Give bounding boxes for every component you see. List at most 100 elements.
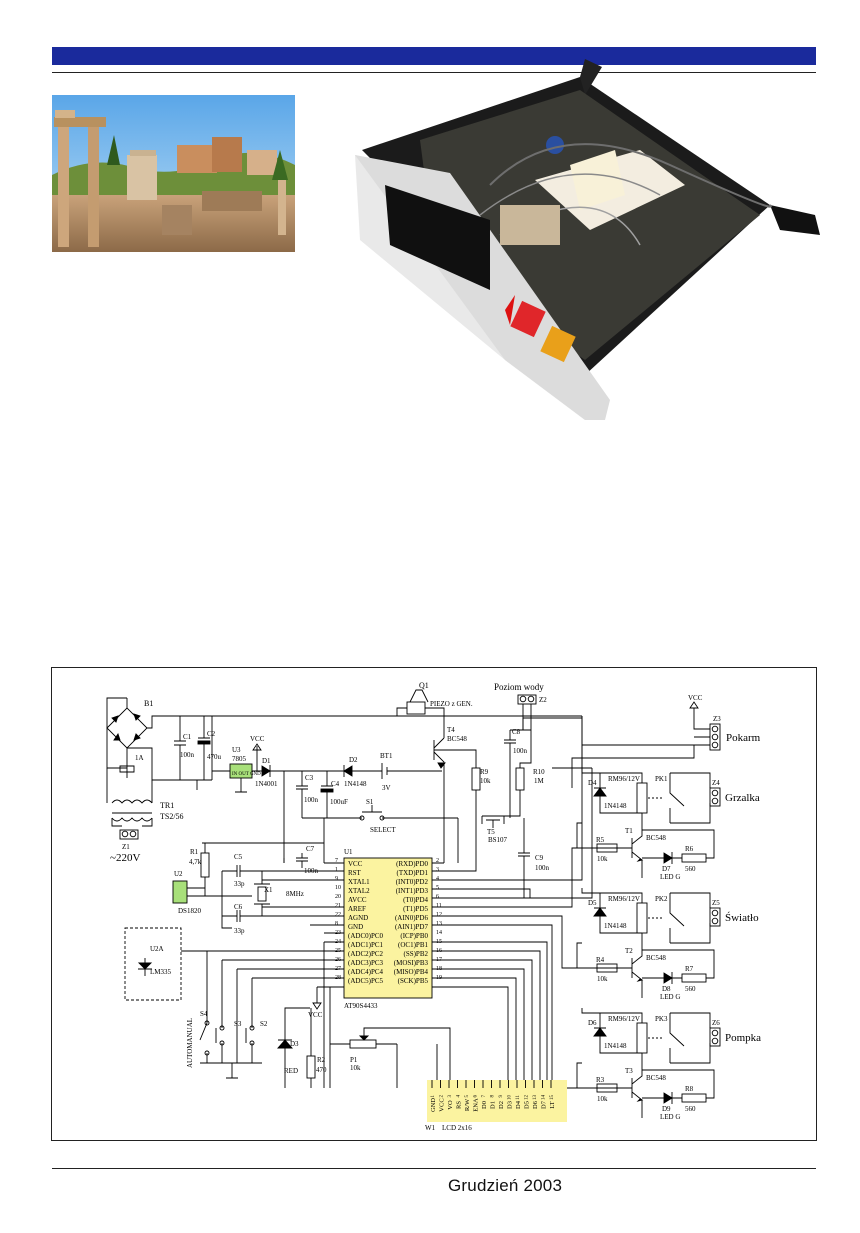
mcu-pin-number: 13	[436, 921, 442, 927]
led-resistor-label: R6	[685, 845, 694, 853]
channel-wire	[581, 768, 643, 783]
led-wire	[642, 1092, 682, 1104]
led-label: D7	[662, 865, 671, 873]
circuit-schematic: B1 1A C1 100n C2 470u TR1 TS2/56 Z1 ~220…	[106, 681, 761, 1132]
relay-contact	[669, 772, 711, 824]
led-value: LED G	[660, 993, 680, 1001]
svg-text:S2: S2	[260, 1020, 268, 1028]
mains-label: ~220V	[110, 852, 140, 864]
output-name: Grzalka	[725, 792, 760, 804]
transistor	[577, 1053, 643, 1118]
connector-pin	[711, 909, 719, 917]
relay-label: PK3	[655, 1015, 668, 1023]
lcd-pin-number: 13	[533, 1095, 538, 1101]
lcd-pin-number: 5	[465, 1095, 470, 1098]
roman-forum-photo	[52, 95, 295, 252]
diode-label: D4	[588, 779, 597, 787]
relay-coil	[636, 902, 648, 934]
lcd-pin-number: 1	[431, 1095, 436, 1098]
water-level-label: Poziom wody	[494, 682, 544, 692]
mcu-pin-label: (RXD)PD0	[396, 860, 428, 868]
svg-text:C4: C4	[331, 780, 340, 788]
channel-wire	[594, 893, 642, 934]
b1-label: B1	[144, 699, 153, 708]
bridge-rectifier	[106, 707, 148, 749]
r1	[200, 852, 210, 878]
led-return-wire	[642, 829, 715, 859]
lcd-pin-number: 3	[448, 1095, 453, 1098]
svg-text:4,7k: 4,7k	[189, 858, 202, 866]
piezo-q1	[406, 689, 429, 715]
svg-text:100uF: 100uF	[330, 798, 348, 806]
mcu-pin-number: 6	[436, 894, 439, 900]
svg-text:1N4148: 1N4148	[344, 780, 367, 788]
mcu-pin-label: AGND	[348, 914, 368, 922]
lcd-pin-number: 6	[474, 1095, 479, 1098]
svg-text:VCC: VCC	[250, 735, 265, 743]
sensor-u2	[172, 880, 188, 904]
led-resistor	[681, 1093, 707, 1103]
d2-diode	[343, 765, 353, 777]
svg-text:D3: D3	[290, 1040, 299, 1048]
transistor-value: BC548	[646, 954, 666, 962]
transistor-value: BC548	[646, 1074, 666, 1082]
mcu-pin-label: (MISO)PB4	[394, 968, 429, 976]
svg-text:C9: C9	[535, 854, 544, 862]
lcd-pin-number: 12	[525, 1095, 530, 1101]
lcd-pin-label: D6	[532, 1100, 539, 1109]
lcd-pins: 1GND2VCC3VO4RS5R/W6ENA7D08D19D210D311D41…	[430, 1080, 556, 1112]
c2	[197, 716, 211, 780]
lcd-pin-number: 10	[508, 1095, 513, 1101]
c7	[296, 853, 308, 868]
header-color-bar	[52, 47, 816, 65]
mcu-pin-label: (ICP)PB0	[400, 932, 428, 940]
resistor-label: R3	[596, 1076, 605, 1084]
mcu-pin-label: (ADC2)PC2	[348, 950, 384, 958]
svg-text:10k: 10k	[350, 1064, 361, 1072]
connector-pin	[711, 789, 719, 797]
svg-text:LM335: LM335	[150, 968, 172, 976]
svg-text:U3: U3	[232, 746, 241, 754]
lcd-pin-label: R/W	[464, 1098, 471, 1111]
svg-text:33p: 33p	[234, 927, 245, 935]
mcu-pin-label: (ADC4)PC4	[348, 968, 384, 976]
diode-value: 1N4148	[604, 802, 627, 810]
channel-wire	[581, 1008, 643, 1023]
footer-issue: Grudzień 2003	[448, 1176, 563, 1195]
led-resistor-value: 560	[685, 985, 696, 993]
svg-text:BT1: BT1	[380, 752, 393, 760]
resistor-value: 10k	[597, 975, 608, 983]
svg-text:BS107: BS107	[488, 836, 508, 844]
mcu-pin-label: XTAL2	[348, 887, 370, 895]
c4	[320, 771, 334, 818]
mcu-pin-number: 7	[335, 858, 338, 864]
lcd-pin-label: RS	[456, 1101, 463, 1109]
r10	[515, 767, 525, 791]
mcu-pin-label: (AIN1)PD7	[395, 923, 429, 931]
output-connector	[709, 1027, 721, 1047]
flyback-diode	[593, 907, 607, 917]
relay-type: RM96/12V	[608, 1015, 640, 1023]
mcu-pin-label: (INT1)PD3	[396, 887, 429, 895]
svg-text:33p: 33p	[234, 880, 245, 888]
svg-text:VCC: VCC	[308, 1011, 323, 1019]
led-d3	[277, 1007, 310, 1088]
input-wire	[576, 942, 582, 968]
led-resistor-label: R7	[685, 965, 694, 973]
mcu-pin-label: (TXD)PD1	[397, 869, 429, 877]
svg-text:U2A: U2A	[150, 945, 164, 953]
lcd-pin-number: 4	[457, 1095, 462, 1098]
footer-rule	[52, 1168, 816, 1169]
svg-text:1M: 1M	[534, 777, 545, 785]
connector-label: Z6	[712, 1019, 720, 1027]
svg-text:U1: U1	[344, 848, 353, 856]
led-resistor	[681, 973, 707, 983]
transistor-arrow	[636, 858, 644, 862]
led-return-wire	[642, 1069, 715, 1099]
mcu-pin-number: 14	[436, 930, 442, 936]
mcu-pin-number: 5	[436, 885, 439, 891]
transistor-label: T1	[625, 827, 633, 835]
